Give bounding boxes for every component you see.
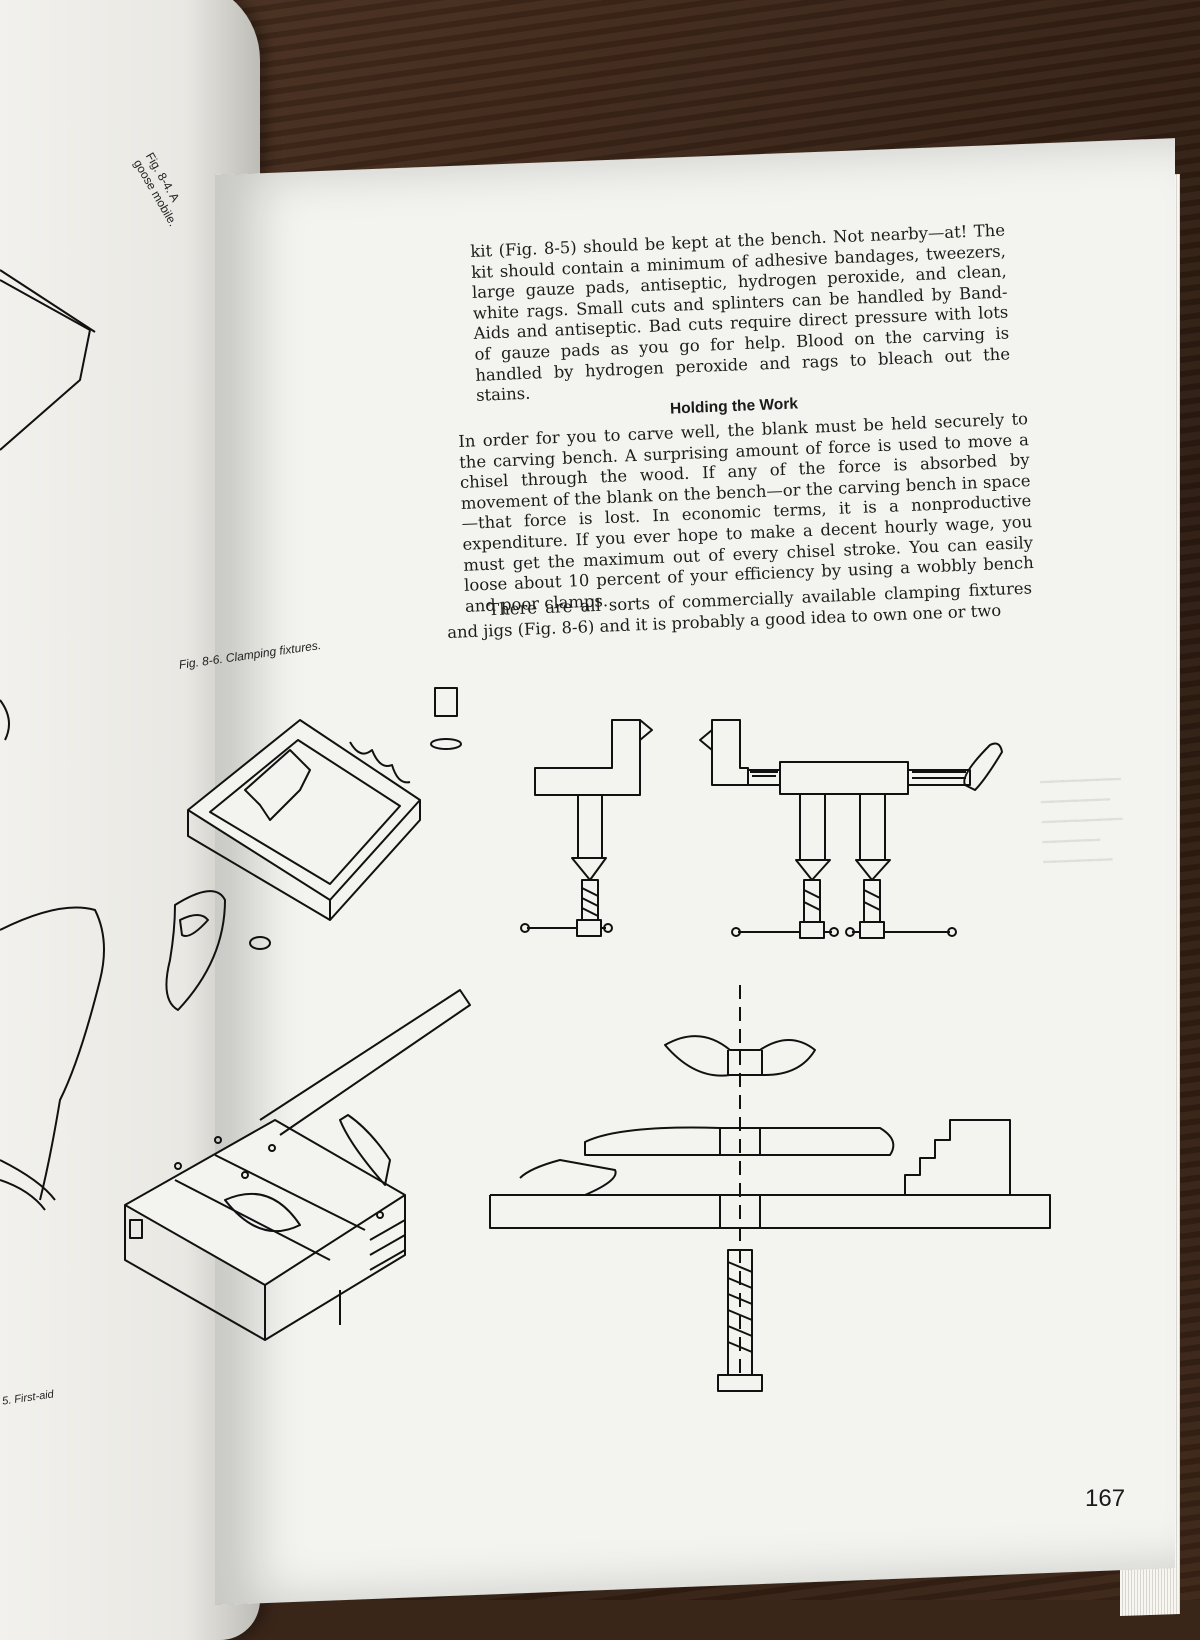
c-clamp-single	[521, 720, 652, 936]
carving-tray-fixture	[188, 720, 420, 920]
left-page-illustration	[0, 0, 1200, 1600]
page-number: 167	[1085, 1485, 1126, 1512]
double-bar-clamp	[700, 720, 1002, 938]
bench-screw-assembly	[490, 985, 1050, 1391]
small-washer	[250, 937, 270, 949]
curved-holdfast	[166, 891, 225, 1010]
peg-piece	[435, 688, 457, 716]
round-washer	[431, 739, 461, 749]
clamping-fixtures-figure	[0, 0, 1200, 1600]
bench-vise	[125, 990, 470, 1340]
